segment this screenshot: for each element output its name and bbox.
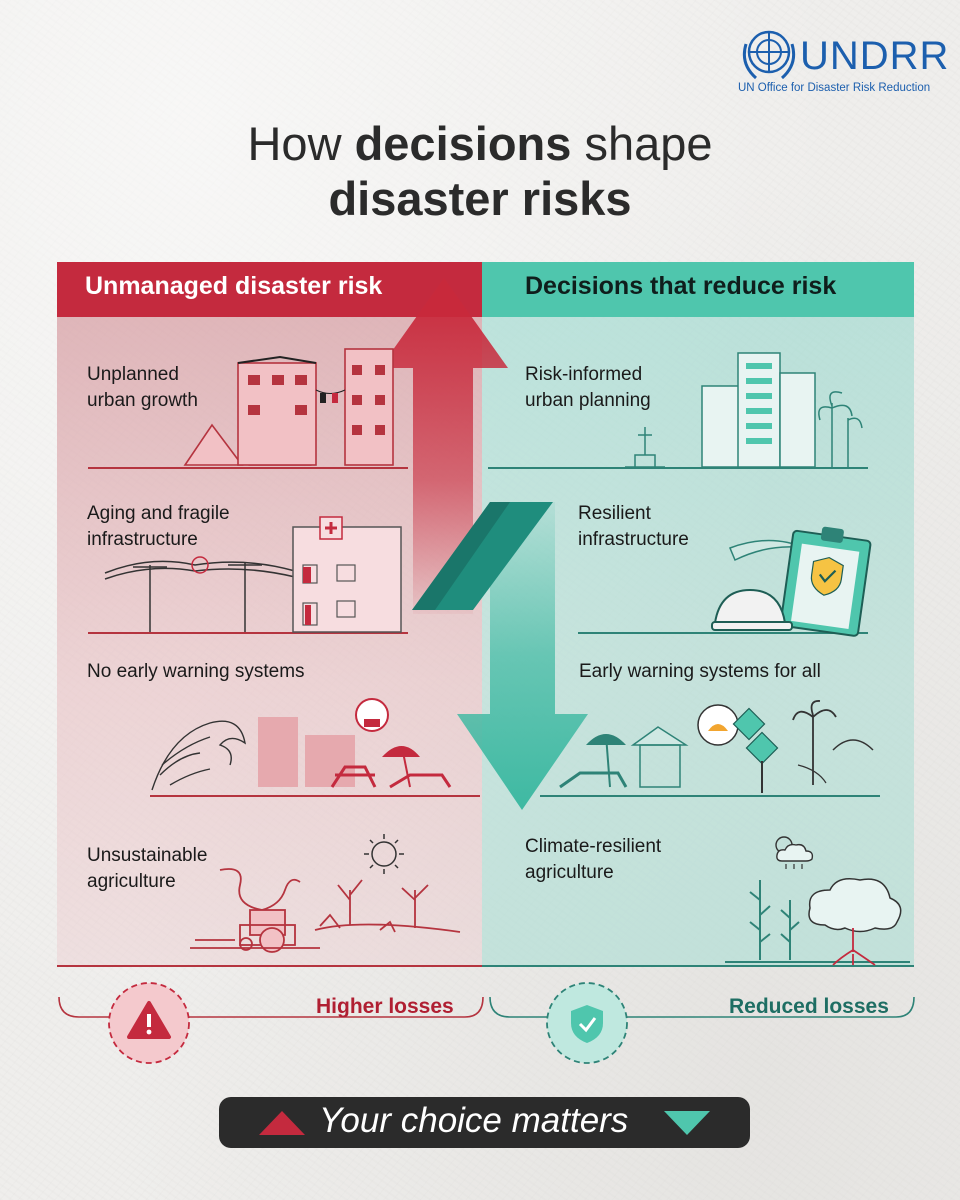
right-divider-3 — [540, 795, 880, 797]
left-header: Unmanaged disaster risk — [57, 262, 482, 317]
left-item-aging-infrastructure: Aging and fragile infrastructure — [87, 503, 230, 550]
left-divider-2 — [88, 632, 408, 634]
right-divider-1 — [488, 467, 868, 469]
sun-icon — [364, 834, 404, 874]
left-divider-4 — [57, 965, 482, 967]
page-title: How decisions shape disaster risks — [0, 116, 960, 226]
early-warning-beach-icon — [559, 700, 874, 793]
left-item-unplanned-urban-growth: Unplanned urban growth — [87, 364, 198, 411]
un-emblem-icon — [742, 30, 796, 80]
right-header-text: Decisions that reduce risk — [525, 272, 837, 300]
choice-banner-text: Your choice matters — [319, 1101, 629, 1140]
undrr-logo: UNDRR UN Office for Disaster Risk Reduct… — [738, 22, 948, 102]
right-divider-4 — [482, 965, 914, 967]
shield-check-icon — [546, 982, 628, 1064]
left-outcome-bracket — [58, 996, 484, 1018]
down-arrow-icon — [457, 502, 588, 810]
red-triangle-up-icon — [259, 1111, 305, 1135]
left-divider-3 — [150, 795, 480, 797]
tsunami-beach-icon — [151, 698, 452, 791]
logo-subtitle: UN Office for Disaster Risk Reduction — [738, 82, 931, 94]
reduced-losses-label: Reduced losses — [729, 995, 889, 1018]
power-lines-building-icon — [104, 516, 402, 633]
title-bold: decisions — [354, 117, 572, 170]
left-item-unsustainable-agriculture: Unsustainable agriculture — [87, 845, 208, 892]
slum-buildings-icon — [183, 348, 394, 466]
cloud-rain-icon — [775, 836, 814, 869]
logo-name: UNDRR — [800, 34, 950, 78]
city-planning-icon — [625, 352, 863, 468]
right-divider-2 — [578, 632, 868, 634]
trees-crops-icon — [725, 878, 910, 966]
right-item-climate-resilient-agriculture: Climate-resilient agriculture — [525, 836, 662, 883]
warning-icon — [108, 982, 190, 1064]
right-item-resilient-infrastructure: Resilient infrastructure — [578, 503, 689, 550]
choice-banner: Your choice matters — [219, 1097, 750, 1148]
title-pre: How — [247, 117, 355, 170]
up-arrow-icon — [380, 278, 508, 614]
left-item-no-early-warning: No early warning systems — [87, 661, 305, 682]
left-divider-1 — [88, 467, 408, 469]
resilient-infrastructure-icon — [711, 526, 872, 637]
tractor-dry-land-icon — [190, 868, 461, 953]
right-outcome-bracket — [489, 996, 915, 1018]
left-header-text: Unmanaged disaster risk — [85, 272, 383, 300]
title-post: shape — [571, 117, 713, 170]
arrow-connector — [412, 502, 553, 610]
higher-losses-label: Higher losses — [316, 995, 454, 1018]
title-line2: disaster risks — [328, 172, 632, 225]
right-header: Decisions that reduce risk — [482, 262, 914, 317]
teal-triangle-down-icon — [664, 1111, 710, 1135]
right-item-risk-informed-planning: Risk-informed urban planning — [525, 364, 651, 411]
right-item-early-warning-for-all: Early warning systems for all — [579, 661, 821, 682]
